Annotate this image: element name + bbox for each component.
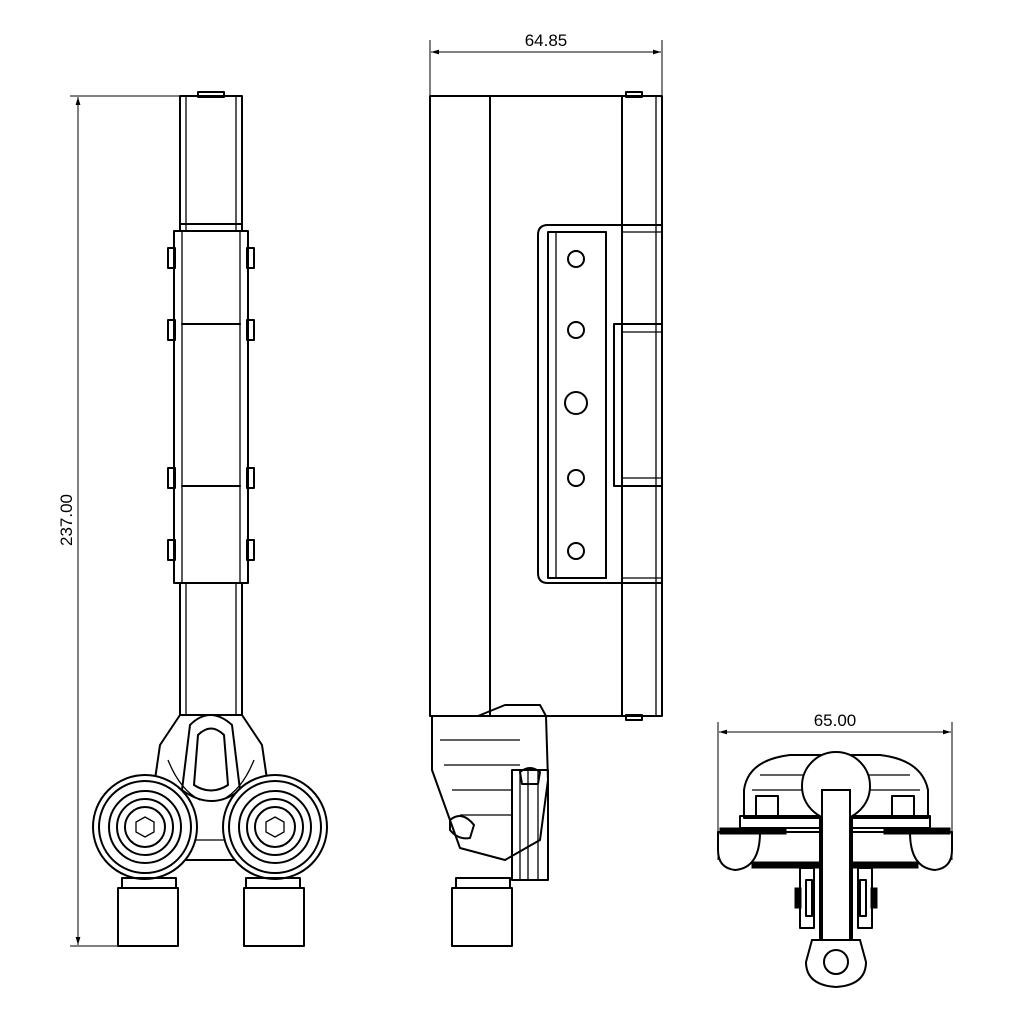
clamps: [794, 867, 878, 929]
hinge-body: [167, 230, 255, 584]
wheel-right: [222, 774, 328, 880]
side-bracket: [431, 704, 549, 881]
door-body: [429, 91, 663, 721]
post-upper: [179, 91, 243, 232]
wheel-left: [92, 774, 198, 880]
width-dimension-label: 64.85: [525, 31, 568, 50]
side-foot: [451, 877, 513, 947]
front-view: 237.00: [57, 91, 328, 947]
end-view: 65.00: [717, 711, 953, 989]
post-lower: [179, 582, 243, 716]
height-dimension-label: 237.00: [57, 494, 76, 546]
side-view: 64.85: [429, 31, 663, 947]
hinge-plate: [537, 224, 663, 584]
width-dimension: 64.85: [429, 31, 663, 96]
height-dimension: 237.00: [57, 95, 180, 947]
feet: [117, 877, 305, 947]
hanging-arm: [801, 751, 871, 989]
top-width-dimension-label: 65.00: [814, 711, 857, 730]
